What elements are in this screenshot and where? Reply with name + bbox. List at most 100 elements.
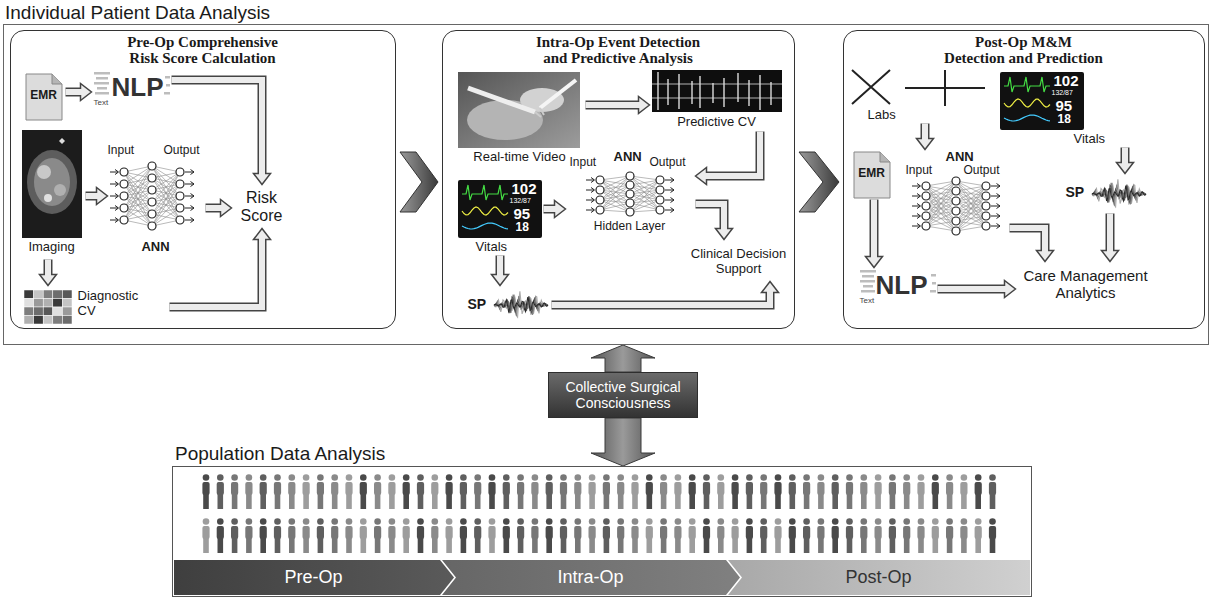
block-arrow [591,345,655,372]
person-head [989,518,996,525]
network-link [926,211,956,226]
person-legs [418,538,424,553]
monitor-screen [458,180,542,238]
signal-trace [1092,183,1146,206]
output-arrow [185,182,194,187]
person-body [546,482,553,495]
person-body [846,526,853,539]
cloud-keyword: NLP [112,73,164,103]
person-legs [403,494,409,509]
person-head [603,474,610,481]
cv-line [699,76,700,108]
person-body [417,482,424,495]
consciousness-box: Collective Surgical Consciousness [548,372,698,418]
person-head [646,518,653,525]
vitals-monitor: 102132/879518Vitals [456,178,544,256]
network-link [956,216,986,231]
flow-arrow [866,200,883,268]
person-body [589,526,596,539]
person-body [732,482,739,495]
person-legs [303,538,309,553]
cv-line [691,81,692,104]
person-head [789,474,796,481]
person-legs [618,494,624,509]
person-body [832,482,839,495]
person-body [217,482,224,495]
vital-reading: 95 [1056,97,1073,114]
phase-chevron: Pre-Op [174,560,454,595]
flow-arrow [172,80,271,185]
person-legs [875,494,881,509]
person-legs [389,494,395,509]
person-body [789,482,796,495]
person-head [689,518,696,525]
person-legs [332,538,338,553]
cv-image [652,70,782,112]
person-legs [689,538,695,553]
person-legs [975,494,981,509]
neuron [952,217,960,225]
arrow-fill [696,204,725,231]
arrow-fill [1107,214,1113,253]
network-link [600,176,630,210]
person-head [360,518,367,525]
neuron [656,206,664,214]
ecg-wave [1004,77,1050,92]
layer-label: Input [570,156,597,170]
person-body [460,482,467,495]
person-body [331,526,338,539]
panel-title: Pre-Op Comprehensive Risk Score Calculat… [100,34,305,66]
icon-label: Real-time Video [456,150,584,165]
person-legs [918,538,924,553]
grid-cell [24,307,34,316]
person-legs [975,538,981,553]
person-head [274,474,281,481]
resp-wave [1004,115,1050,121]
grid-cell [34,316,44,325]
phase-label: Pre-Op [284,567,342,588]
arrow-fill [544,206,557,212]
person-head [989,474,996,481]
person-legs [861,538,867,553]
flow-arrow [40,260,57,286]
person-head [460,518,467,525]
person-legs [475,538,481,553]
icon-label: EMR [24,89,64,103]
person-legs [704,538,710,553]
vital-reading: 102 [512,180,537,197]
cloud-word [861,290,875,293]
person-body [260,526,267,539]
person-head [961,518,968,525]
person-body [317,482,324,495]
layer-label: Input [108,144,135,158]
network-link [956,181,986,226]
arrow-fill [922,124,928,141]
person-head [289,474,296,481]
vitals-monitor: 102132/879518Vitals [998,70,1138,148]
input-arrow [586,208,595,213]
person-head [503,518,510,525]
cloud-word [164,92,170,95]
arrow-fill [871,200,877,259]
person-body [889,482,896,495]
flow-arrow [206,200,232,217]
person-legs [761,494,767,509]
arrow-fill [170,238,263,308]
person-legs [361,494,367,509]
person-head [946,518,953,525]
exchange-arrow [591,345,655,372]
person-body [917,482,924,495]
person-body [560,482,567,495]
neuron [148,186,156,194]
person-body [517,482,524,495]
person-body [274,482,281,495]
person-body [817,482,824,495]
person-head [889,474,896,481]
signal-trace [494,297,548,311]
input-arrow [110,170,119,175]
cv-overlay [652,72,782,110]
grid-cell [62,299,72,308]
person-legs [232,494,238,509]
neuron [596,176,604,184]
person-head [803,518,810,525]
